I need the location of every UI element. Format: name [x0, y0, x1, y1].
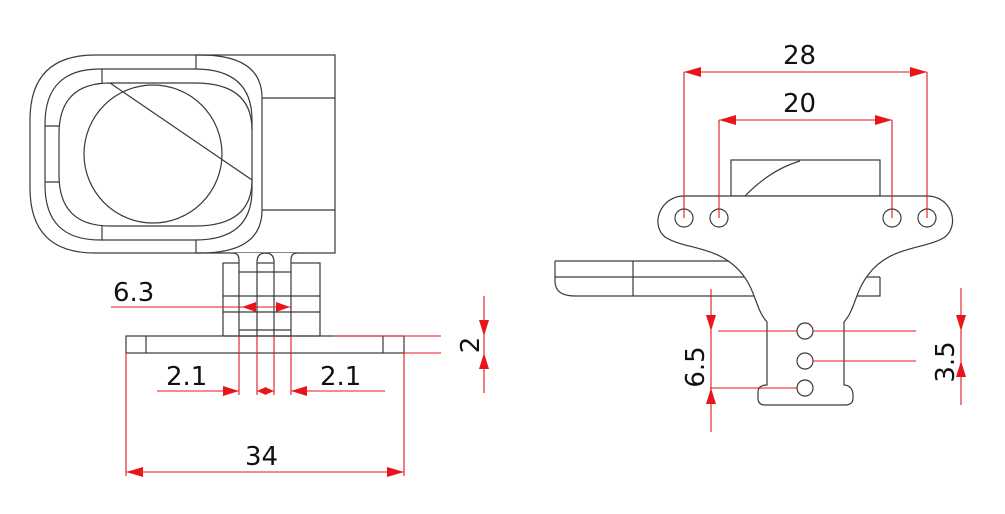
dimension-hole-pitch: 3.5 — [931, 288, 966, 405]
dim-label-28: 28 — [783, 41, 816, 71]
bracket-plate — [657, 195, 954, 406]
dim-label-3-5: 3.5 — [931, 341, 961, 382]
dim-label-20: 20 — [783, 89, 816, 119]
dimension-base-thickness: 2 — [333, 296, 489, 393]
mount-head — [29, 54, 336, 254]
dimension-base-width: 34 — [125, 353, 405, 477]
dim-label-2-1-right: 2.1 — [320, 362, 361, 392]
front-view: 6.3 2.1 2.1 34 2 — [29, 54, 489, 477]
dimension-hole-span: 6.5 — [681, 289, 916, 432]
dimension-slot-pitch: 6.3 — [111, 278, 291, 312]
dim-label-2-1-left: 2.1 — [166, 362, 207, 392]
side-arm — [554, 260, 881, 297]
dimension-outer-holes: 28 — [683, 41, 928, 218]
dimension-inner-holes: 20 — [718, 89, 893, 218]
dim-label-6-3: 6.3 — [113, 278, 154, 308]
dim-label-2: 2 — [456, 337, 486, 354]
mount-fork — [222, 252, 321, 337]
side-view: 28 20 6.5 3.5 — [554, 41, 966, 432]
dimension-slot-widths: 2.1 2.1 — [157, 336, 385, 396]
camera-body — [730, 159, 881, 197]
base-plate — [125, 335, 405, 354]
dim-label-6-5: 6.5 — [681, 346, 711, 387]
dim-label-34: 34 — [245, 442, 278, 472]
lens-circle — [83, 84, 223, 224]
